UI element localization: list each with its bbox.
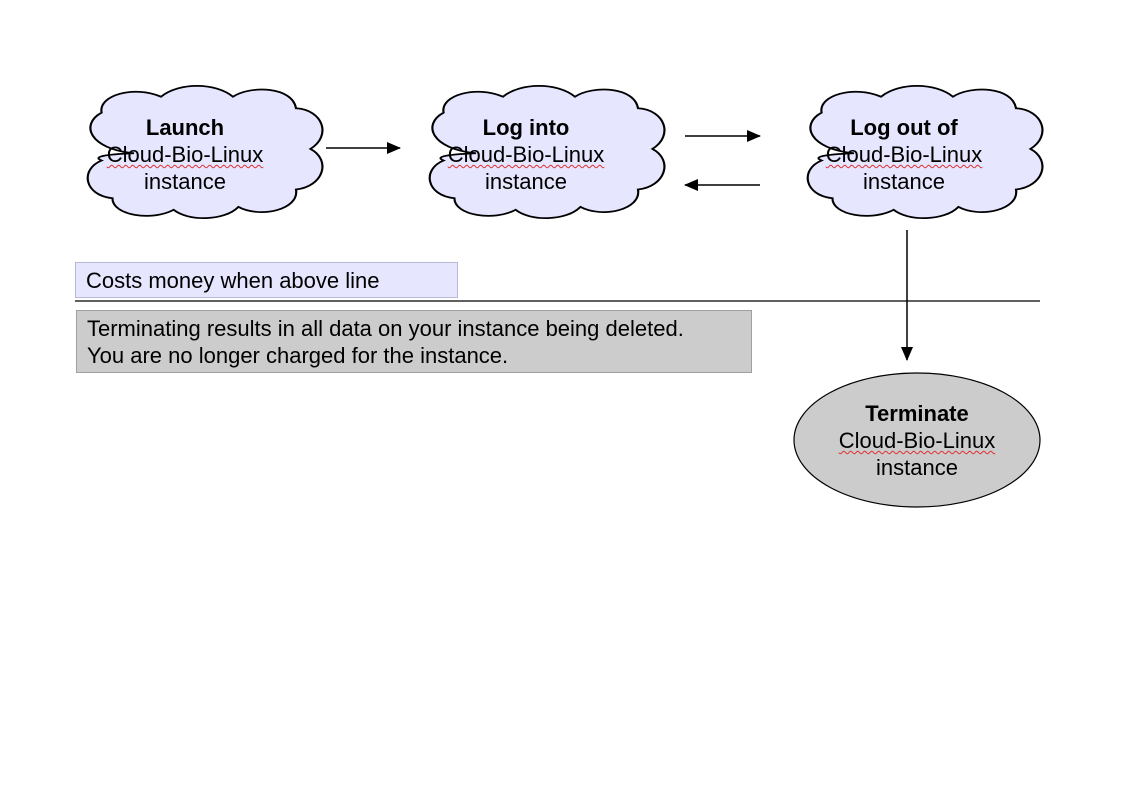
launch-label: Launch Cloud-Bio-Linux instance: [85, 114, 285, 195]
terminate-name: Cloud-Bio-Linux: [838, 428, 996, 453]
terminate-note: Terminating results in all data on your …: [76, 310, 752, 373]
logout-suffix: instance: [863, 169, 945, 194]
login-title: Log into: [482, 115, 570, 140]
logout-title: Log out of: [850, 115, 958, 140]
terminate-note-line2: You are no longer charged for the instan…: [87, 343, 509, 368]
terminate-title: Terminate: [865, 401, 969, 426]
login-suffix: instance: [485, 169, 567, 194]
logout-label: Log out of Cloud-Bio-Linux instance: [801, 114, 1007, 195]
login-name: Cloud-Bio-Linux: [447, 142, 605, 167]
terminate-suffix: instance: [876, 455, 958, 480]
logout-name: Cloud-Bio-Linux: [825, 142, 983, 167]
launch-title: Launch: [145, 115, 225, 140]
launch-suffix: instance: [144, 169, 226, 194]
terminate-note-line1: Terminating results in all data on your …: [87, 316, 684, 341]
login-label: Log into Cloud-Bio-Linux instance: [423, 114, 629, 195]
cost-note: Costs money when above line: [75, 262, 458, 298]
terminate-label: Terminate Cloud-Bio-Linux instance: [814, 400, 1020, 481]
terminate-ellipse: [793, 372, 1041, 508]
launch-name: Cloud-Bio-Linux: [106, 142, 264, 167]
